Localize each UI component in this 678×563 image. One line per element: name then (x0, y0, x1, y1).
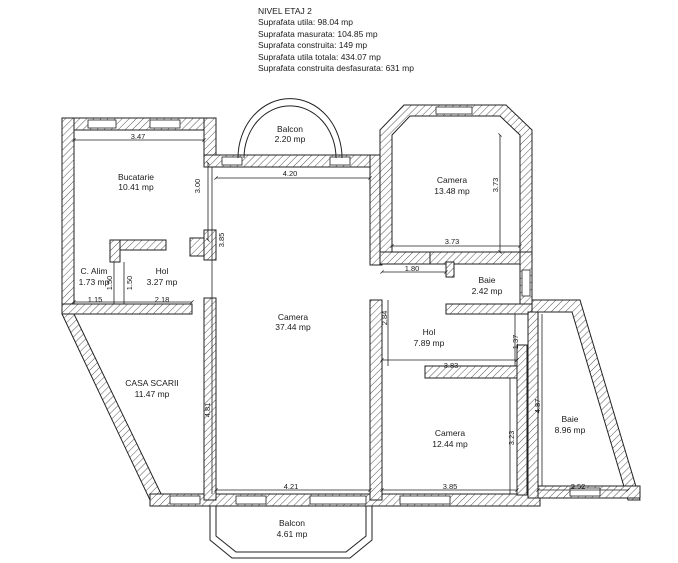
room-name-hol-left: Hol (156, 266, 169, 276)
window-hall-bottom-2 (309, 495, 367, 505)
dim-bucatarie-w: 3.47 (131, 132, 146, 141)
dim-baie-right-h: 4.87 (533, 399, 542, 414)
window-camera-br (399, 495, 451, 505)
wall-left (61, 117, 75, 315)
room-area-hol-right: 7.89 mp (414, 338, 445, 348)
wall-camera-br-right (516, 344, 528, 496)
room-name-baie-mid: Baie (478, 275, 495, 285)
dim-hall-side: 3.85 (217, 233, 226, 248)
dim-hol-right-h: 2.84 (380, 311, 389, 326)
header-line-developed-built-area: Suprafata construita desfasurata: 631 mp (258, 63, 414, 74)
dim-hol-left-h: 1.50 (125, 276, 134, 291)
balcony-top-inner (243, 105, 337, 159)
balcony-bottom-inner (215, 505, 367, 553)
plan-header: NIVEL ETAJ 2 Suprafata utila: 98.04 mp S… (258, 6, 414, 74)
window-kitchen-1 (87, 119, 117, 129)
window-hall-2 (329, 156, 351, 166)
dim-cam-main-h: 4.81 (203, 403, 212, 418)
wall-baie-mid-bottom (445, 303, 533, 315)
window-camera-tr (435, 106, 473, 115)
room-name-bucatarie: Bucatarie (118, 172, 154, 182)
room-area-baie-mid: 2.42 mp (472, 286, 503, 296)
dim-hall-top: 4.20 (283, 169, 298, 178)
floor-title: NIVEL ETAJ 2 (258, 6, 312, 16)
wall-camera-br-top (424, 365, 526, 379)
room-area-camera-br: 12.44 mp (432, 439, 468, 449)
room-area-hol-left: 3.27 mp (147, 277, 178, 287)
room-name-balcon-top: Balcon (277, 124, 303, 134)
balcony-bottom-outline (209, 505, 373, 559)
exterior-walls (61, 104, 641, 507)
room-area-casa-scarii: 11.47 mp (135, 389, 170, 399)
room-name-camera-main: Camera (278, 312, 309, 322)
dim-baie-short: 1.37 (511, 335, 520, 350)
dim-cam-br-h: 3.23 (507, 431, 516, 446)
room-name-c-alim: C. Alim (81, 266, 108, 276)
dimension-lines (72, 133, 630, 494)
room-area-balcon-bottom: 4.61 mp (277, 529, 308, 539)
dim-baie-right-w: 2.52 (571, 482, 586, 491)
room-name-hol-right: Hol (423, 327, 436, 337)
wall-c-alim-divider (109, 239, 121, 263)
dim-bucatarie-h: 3.00 (193, 179, 202, 194)
window-hall-1 (221, 156, 243, 166)
header-line-measured-area: Suprafata masurata: 104.85 mp (258, 28, 378, 39)
wall-camera-tr-bottom-right (429, 251, 531, 265)
wall-hol-left-bottom (61, 303, 193, 315)
wall-baie-right (531, 299, 641, 501)
wall-staircase-slanted (61, 313, 165, 501)
wall-hall-left-lower (203, 297, 217, 501)
dim-c-alim-w: 1.15 (88, 295, 103, 304)
room-name-baie-right: Baie (561, 414, 578, 424)
dim-cam-tr-h: 3.73 (491, 178, 500, 193)
dim-hol-left-w: 2.18 (155, 295, 170, 304)
wall-hall-right-lower (369, 299, 383, 501)
room-area-baie-right: 8.96 mp (555, 425, 586, 435)
room-name-balcon-bottom: Balcon (279, 518, 305, 528)
dim-cam-main-w: 4.21 (284, 482, 299, 491)
room-area-camera-tr: 13.48 mp (434, 186, 470, 196)
room-area-camera-main: 37.44 mp (275, 322, 311, 332)
room-name-camera-tr: Camera (437, 175, 468, 185)
wall-baie-right-left (527, 311, 539, 499)
header-line-built-area: Suprafata construita: 149 mp (258, 40, 368, 51)
window-baie-mid (521, 269, 531, 297)
room-area-c-alim: 1.73 mp (79, 277, 110, 287)
wall-baie-mid-stub (445, 261, 455, 278)
room-labels: Bucatarie 10.41 mp C. Alim 1.73 mp Hol 3… (79, 124, 586, 539)
dim-cam-br-w: 3.83 (444, 361, 459, 370)
header-line-total-useful-area: Suprafata utila totala: 434.07 mp (258, 51, 381, 62)
dim-cam-br-bottom: 3.85 (443, 482, 458, 491)
wall-stub-left (189, 237, 205, 257)
room-area-bucatarie: 10.41 mp (118, 182, 154, 192)
windows (87, 106, 601, 505)
room-name-casa-scarii: CASA SCARII (125, 378, 178, 388)
room-area-balcon-top: 2.20 mp (275, 134, 306, 144)
window-hall-bottom-1 (235, 495, 267, 505)
dim-cam-tr-w: 3.73 (445, 237, 460, 246)
window-baie-right (569, 487, 601, 497)
room-name-camera-br: Camera (435, 428, 466, 438)
dimension-labels: 3.47 3.00 4.20 3.85 3.73 3.73 1.80 1.50 … (88, 132, 586, 491)
window-staircase (169, 495, 201, 505)
balcony-top-outline (237, 98, 343, 159)
wall-kitchen-top (61, 117, 217, 131)
window-kitchen-2 (149, 119, 181, 129)
wall-hall-left-mid (203, 229, 217, 261)
dim-baie-gap: 1.80 (405, 264, 420, 273)
header-line-useful-area: Suprafata utila: 98.04 mp (258, 17, 353, 28)
dim-c-alim-h: 1.50 (105, 276, 114, 291)
